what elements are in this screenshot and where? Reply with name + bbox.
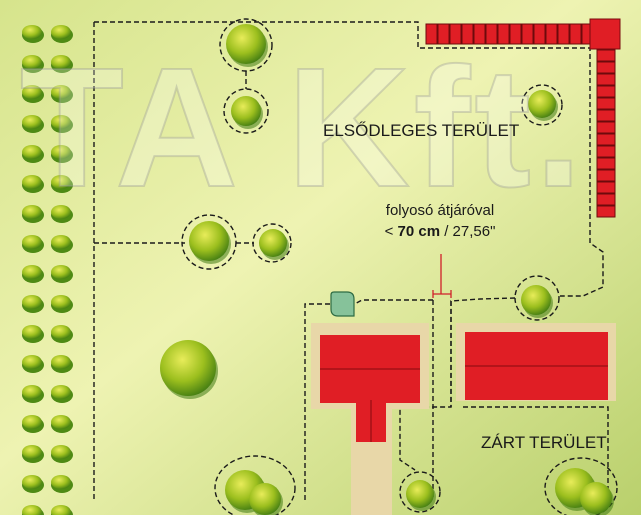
hedge-brick <box>509 23 522 45</box>
hedge-icon <box>51 355 73 373</box>
hedge-icon <box>51 145 73 163</box>
hedge-brick <box>437 23 450 45</box>
hedge-brick <box>596 61 616 74</box>
corridor-note: folyosó átjáróval < 70 cm / 27,56" <box>350 200 530 242</box>
hedge-brick <box>425 23 438 45</box>
hedge-icon <box>51 385 73 403</box>
tree-icon <box>226 24 268 67</box>
hedge-icon <box>51 85 73 103</box>
tree-icon <box>231 96 263 129</box>
tree-icon <box>249 483 283 515</box>
hedge-icon <box>22 205 44 223</box>
hedge-icon <box>51 25 73 43</box>
red-hedge-segment <box>425 23 616 218</box>
corridor-lt: < <box>384 223 398 240</box>
hedge-brick <box>596 205 616 218</box>
corridor-width: 70 cm <box>397 223 441 240</box>
tree-wire-loops <box>181 18 618 515</box>
corridor-note-line1: folyosó átjáróval <box>385 202 495 219</box>
primary-area-label: ELSŐDLEGES TERÜLET <box>323 121 520 140</box>
tree-icon <box>406 480 436 511</box>
hedge-brick <box>596 109 616 122</box>
hedge-column <box>22 25 73 515</box>
hedge-brick <box>596 121 616 134</box>
hedge-brick <box>596 193 616 206</box>
hedge-icon <box>22 25 44 43</box>
hedge-brick <box>497 23 510 45</box>
hedge-brick <box>449 23 462 45</box>
hedge-brick <box>596 169 616 182</box>
hedge-brick <box>596 97 616 110</box>
hedge-icon <box>51 115 73 133</box>
hedge-icon <box>22 505 44 515</box>
hedge-icon <box>22 235 44 253</box>
hedge-brick <box>473 23 486 45</box>
hedge-icon <box>22 115 44 133</box>
tree-icon <box>528 90 558 121</box>
hedge-brick <box>596 145 616 158</box>
trees <box>160 24 614 515</box>
hedge-brick <box>545 23 558 45</box>
hedge-icon <box>51 205 73 223</box>
hedge-icon <box>51 325 73 343</box>
hedge-brick <box>569 23 582 45</box>
hedge-icon <box>51 55 73 73</box>
hedge-brick <box>596 85 616 98</box>
hedge-brick <box>461 23 474 45</box>
tree-icon <box>189 221 231 264</box>
red-hedge-corner <box>589 18 621 50</box>
hedge-icon <box>22 175 44 193</box>
hedge-icon <box>51 415 73 433</box>
hedge-brick <box>596 157 616 170</box>
hedge-icon <box>22 415 44 433</box>
hedge-brick <box>596 181 616 194</box>
tree-icon <box>580 482 614 515</box>
charging-station-icon <box>330 291 355 317</box>
hedge-icon <box>51 175 73 193</box>
hedge-icon <box>22 385 44 403</box>
hedge-icon <box>22 265 44 283</box>
hedge-icon <box>22 325 44 343</box>
tree-icon <box>259 229 289 260</box>
corridor-note-line2: < 70 cm / 27,56" <box>350 221 530 242</box>
hedge-icon <box>22 475 44 493</box>
hedge-brick <box>557 23 570 45</box>
corridor-width-inches: / 27,56" <box>440 223 496 240</box>
hedge-icon <box>51 505 73 515</box>
corridor-measure-marker <box>432 254 452 298</box>
tree-icon <box>160 340 218 399</box>
hedge-icon <box>22 55 44 73</box>
hedge-brick <box>596 73 616 86</box>
hedge-icon <box>51 235 73 253</box>
hedge-brick <box>521 23 534 45</box>
hedge-icon <box>51 265 73 283</box>
corridor-wire <box>432 300 452 500</box>
hedge-brick <box>533 23 546 45</box>
hedge-icon <box>22 295 44 313</box>
hedge-icon <box>51 475 73 493</box>
tree-icon <box>521 285 553 318</box>
hedge-icon <box>51 295 73 313</box>
hedge-icon <box>22 145 44 163</box>
hedge-brick <box>596 133 616 146</box>
hedge-icon <box>51 445 73 463</box>
hedge-brick <box>485 23 498 45</box>
hedge-icon <box>22 355 44 373</box>
hedge-brick <box>596 49 616 62</box>
closed-area-label: ZÁRT TERÜLET <box>481 433 607 452</box>
hedge-icon <box>22 85 44 103</box>
hedge-icon <box>22 445 44 463</box>
